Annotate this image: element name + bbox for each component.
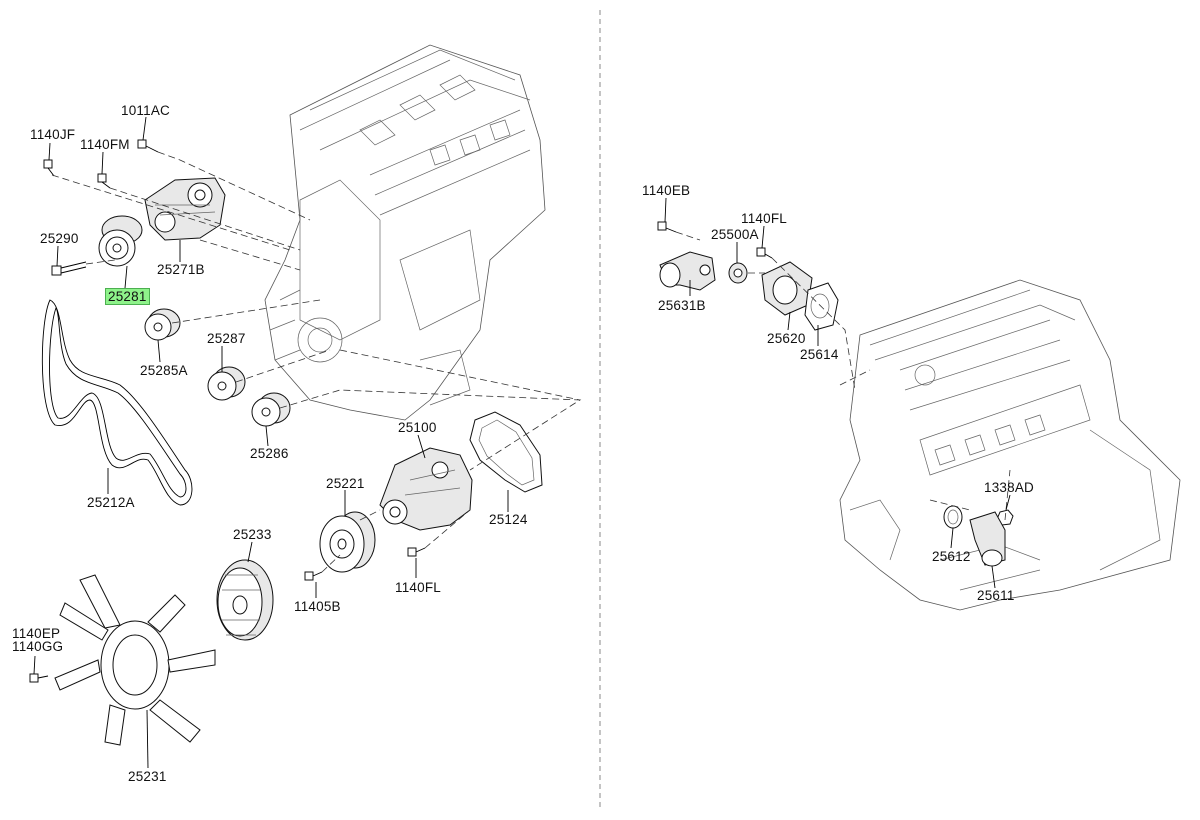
assembly-lines-left — [51, 151, 582, 573]
label-25100[interactable]: 25100 — [398, 420, 437, 435]
bolt-1140FL-left-icon — [407, 547, 426, 557]
thermostat-housing-25631B — [659, 251, 716, 291]
water-pump-25100 — [379, 447, 473, 531]
assembly-lines-right — [675, 231, 1011, 521]
drive-belt-25212A — [41, 299, 193, 506]
tensioner-bracket-25271B — [144, 177, 226, 241]
fan-clutch-25233 — [216, 559, 274, 641]
water-outlet-25620 — [761, 261, 813, 316]
bolt-1140FM-icon — [97, 173, 111, 189]
bolt-1140JF-icon — [43, 159, 55, 177]
label-25611[interactable]: 25611 — [977, 588, 1015, 603]
label-25287[interactable]: 25287 — [207, 331, 246, 346]
label-25612[interactable]: 25612 — [932, 549, 971, 564]
water-inlet-25611 — [969, 511, 1006, 567]
label-11405B[interactable]: 11405B — [294, 599, 341, 614]
idler-pulley-25287 — [207, 366, 246, 401]
label-1140JF[interactable]: 1140JF — [30, 127, 76, 142]
label-25124[interactable]: 25124 — [489, 512, 528, 527]
label-25614[interactable]: 25614 — [800, 347, 839, 362]
label-25271B[interactable]: 25271B — [157, 262, 205, 277]
tensioner-pulley-25281 — [98, 215, 143, 267]
label-1140FL-left[interactable]: 1140FL — [395, 580, 441, 595]
thermostat-25500A — [728, 262, 748, 284]
label-1338AD[interactable]: 1338AD — [984, 480, 1034, 495]
engine-block-right — [839, 279, 1181, 611]
label-25212A[interactable]: 25212A — [87, 495, 135, 510]
idler-pulley-25286 — [251, 392, 291, 427]
bolt-1140EB-icon — [657, 221, 677, 233]
label-1011AC[interactable]: 1011AC — [121, 103, 170, 118]
label-1140FM[interactable]: 1140FM — [80, 137, 130, 152]
bolt-1140EP-icon — [29, 673, 49, 683]
pump-pulley-25221 — [319, 511, 376, 573]
label-25290[interactable]: 25290 — [40, 231, 79, 246]
label-1140FL-right[interactable]: 1140FL — [741, 211, 787, 226]
gasket-25612 — [943, 505, 963, 529]
label-25233[interactable]: 25233 — [233, 527, 272, 542]
cooling-fan-25231 — [54, 574, 216, 746]
bolt-25290-icon — [51, 261, 87, 276]
label-25500A[interactable]: 25500A — [711, 227, 759, 242]
label-25285A[interactable]: 25285A — [140, 363, 188, 378]
engine-block-left — [264, 44, 546, 421]
label-1140EB[interactable]: 1140EB — [642, 183, 691, 198]
gasket-25124 — [469, 411, 543, 493]
leader-lines — [33, 116, 1011, 769]
label-1140GG[interactable]: 1140GG — [12, 639, 64, 654]
label-25620[interactable]: 25620 — [767, 331, 806, 346]
label-25286[interactable]: 25286 — [250, 446, 289, 461]
label-25221[interactable]: 25221 — [326, 476, 365, 491]
label-1140EP[interactable]: 1140EP — [12, 626, 61, 641]
label-25281-highlighted[interactable]: 25281 — [105, 288, 150, 305]
label-25631B[interactable]: 25631B — [658, 298, 706, 313]
label-25231[interactable]: 25231 — [128, 769, 167, 784]
bolt-1140FL-right-icon — [756, 247, 773, 259]
bolt-1011AC-icon — [137, 139, 159, 153]
idler-pulley-25285A — [144, 308, 181, 341]
bolt-11405B-icon — [304, 571, 323, 581]
